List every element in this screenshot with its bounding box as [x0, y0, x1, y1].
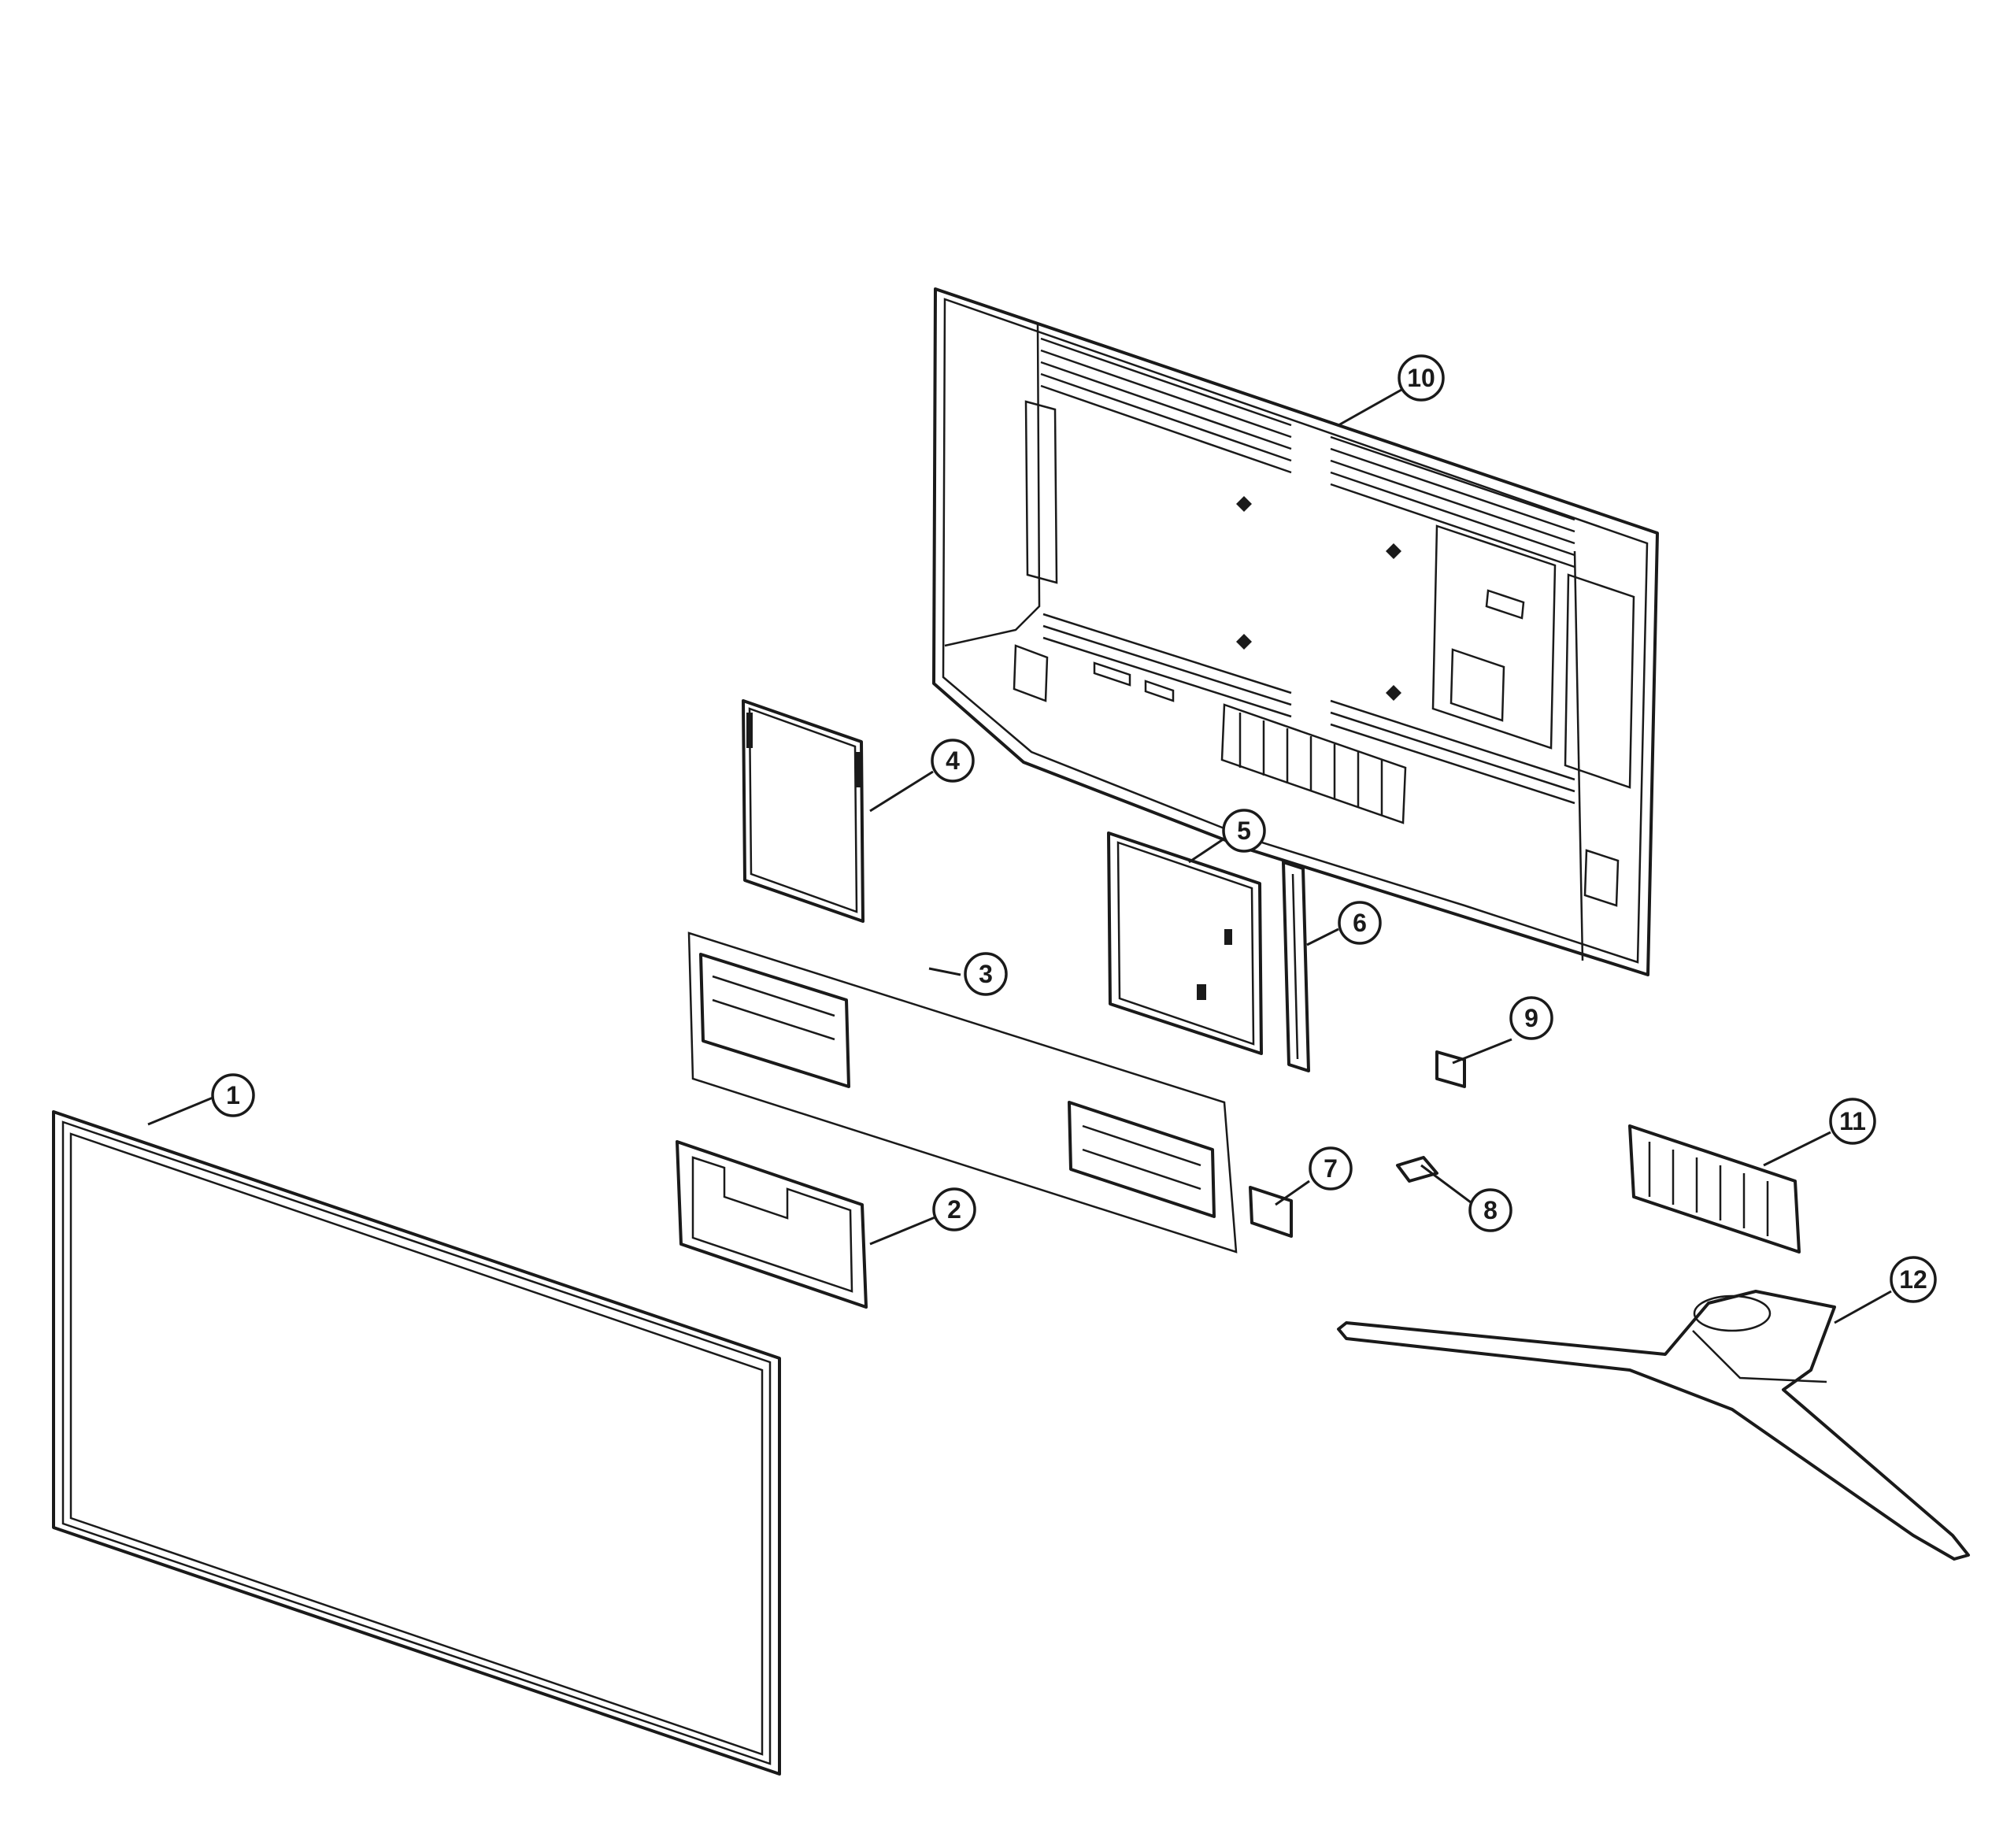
part-7-small-board[interactable] [1249, 1186, 1293, 1238]
callout-label: 10 [1407, 364, 1435, 392]
callout-1[interactable]: 1 [211, 1073, 255, 1117]
callout-label: 6 [1353, 909, 1367, 937]
part-11-stand-cover[interactable] [1628, 1124, 1801, 1254]
callout-label: 9 [1524, 1004, 1538, 1032]
part-3-speaker-set[interactable] [687, 931, 1238, 1254]
callout-label: 11 [1839, 1107, 1866, 1135]
callout-label: 3 [979, 960, 993, 988]
callout-7[interactable]: 7 [1309, 1146, 1353, 1191]
part-9-holder[interactable] [1435, 1050, 1466, 1088]
callout-label: 4 [946, 746, 960, 775]
callout-2[interactable]: 2 [932, 1187, 976, 1231]
callout-4[interactable]: 4 [931, 739, 975, 783]
callout-10[interactable]: 10 [1398, 354, 1445, 402]
callout-8[interactable]: 8 [1468, 1188, 1512, 1232]
callout-label: 7 [1324, 1154, 1338, 1183]
part-1-display-panel[interactable] [52, 1110, 781, 1776]
part-5-main-board[interactable] [1107, 831, 1263, 1055]
callout-9[interactable]: 9 [1509, 996, 1553, 1040]
callout-3[interactable]: 3 [964, 952, 1008, 996]
part-6-side-strip[interactable] [1282, 861, 1310, 1072]
callout-label: 1 [226, 1081, 240, 1109]
part-12-stand-base[interactable] [1337, 1290, 1970, 1561]
part-10-rear-cover[interactable] [932, 287, 1659, 976]
callout-12[interactable]: 12 [1890, 1256, 1937, 1303]
part-4-circuit-board[interactable] [742, 699, 865, 923]
callout-11[interactable]: 11 [1829, 1098, 1876, 1145]
part-2-wall-bracket[interactable] [676, 1140, 868, 1309]
callout-label: 8 [1483, 1196, 1498, 1224]
callout-label: 2 [947, 1195, 961, 1224]
leader-lines [147, 388, 1892, 1324]
callout-label: 12 [1899, 1265, 1927, 1294]
callout-5[interactable]: 5 [1222, 809, 1266, 853]
part-8-clip[interactable] [1396, 1156, 1438, 1183]
callout-6[interactable]: 6 [1338, 901, 1382, 945]
callout-label: 5 [1237, 817, 1251, 845]
